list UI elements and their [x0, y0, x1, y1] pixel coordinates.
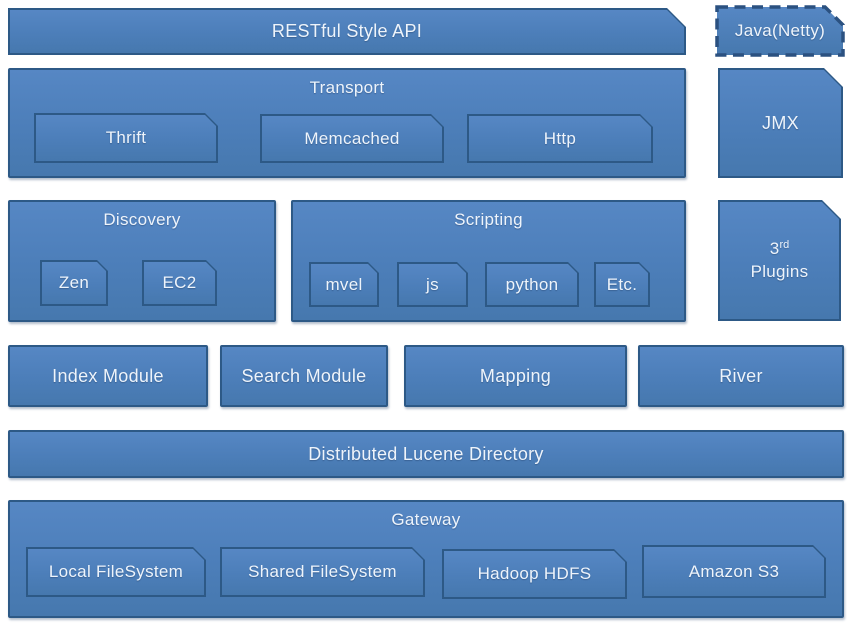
superscript-rd: rd: [779, 238, 790, 251]
box-thrift-label: Thrift: [105, 128, 147, 147]
layer-restful-api: RESTful Style API: [8, 8, 686, 55]
box-python-label: python: [505, 274, 559, 294]
box-js: js: [397, 262, 468, 307]
box-js-label: js: [426, 274, 439, 294]
box-etc-label: Etc.: [606, 274, 638, 294]
box-third-party-plugins-line1: 3rd: [769, 238, 790, 258]
group-transport: Transport Thrift Memcached Http: [8, 68, 686, 178]
box-jmx: JMX: [718, 68, 843, 178]
box-index-module-label: Index Module: [52, 365, 164, 386]
box-local-filesystem: Local FileSystem: [26, 547, 206, 597]
box-memcached: Memcached: [260, 114, 444, 163]
box-zen-label: Zen: [58, 273, 90, 292]
box-search-module: Search Module: [220, 345, 388, 407]
box-zen: Zen: [40, 260, 108, 306]
box-java-netty-label: Java(Netty): [734, 21, 826, 40]
box-http: Http: [467, 114, 653, 163]
box-amazon-s3-label: Amazon S3: [688, 561, 780, 581]
layer-restful-api-label: RESTful Style API: [271, 21, 423, 41]
box-ec2-label: EC2: [162, 273, 197, 292]
group-discovery: Discovery Zen EC2: [8, 200, 276, 322]
box-shared-filesystem: Shared FileSystem: [220, 547, 425, 597]
box-mvel-label: mvel: [325, 274, 363, 294]
box-thrift: Thrift: [34, 113, 218, 163]
group-discovery-title: Discovery: [103, 210, 181, 229]
box-hadoop-hdfs: Hadoop HDFS: [442, 549, 627, 599]
box-etc: Etc.: [594, 262, 650, 307]
box-shared-filesystem-label: Shared FileSystem: [248, 562, 397, 581]
layer-lucene-directory: Distributed Lucene Directory: [8, 430, 844, 478]
box-third-party-plugins-line2: Plugins: [750, 261, 809, 281]
layer-lucene-directory-label: Distributed Lucene Directory: [308, 443, 544, 464]
box-mvel: mvel: [309, 262, 379, 307]
box-http-label: Http: [543, 128, 577, 148]
group-transport-title: Transport: [309, 78, 385, 97]
box-hadoop-hdfs-label: Hadoop HDFS: [477, 564, 592, 583]
box-ec2: EC2: [142, 260, 217, 306]
box-search-module-label: Search Module: [241, 365, 367, 386]
group-scripting: Scripting mvel js python Etc.: [291, 200, 686, 322]
box-third-party-plugins: 3rd Plugins: [718, 200, 841, 321]
box-memcached-label: Memcached: [304, 128, 400, 148]
box-mapping: Mapping: [404, 345, 627, 407]
group-gateway: Gateway Local FileSystem Shared FileSyst…: [8, 500, 844, 618]
box-river: River: [638, 345, 844, 407]
java-netty-dashed-outline: [715, 5, 845, 57]
box-river-label: River: [719, 365, 763, 386]
box-index-module: Index Module: [8, 345, 208, 407]
box-java-netty: Java(Netty): [714, 4, 846, 58]
box-local-filesystem-label: Local FileSystem: [48, 562, 184, 581]
box-jmx-label: JMX: [762, 112, 799, 133]
box-amazon-s3: Amazon S3: [642, 545, 826, 598]
group-scripting-title: Scripting: [454, 210, 523, 229]
group-gateway-title: Gateway: [391, 510, 461, 529]
box-mapping-label: Mapping: [479, 365, 552, 386]
box-python: python: [485, 262, 579, 307]
